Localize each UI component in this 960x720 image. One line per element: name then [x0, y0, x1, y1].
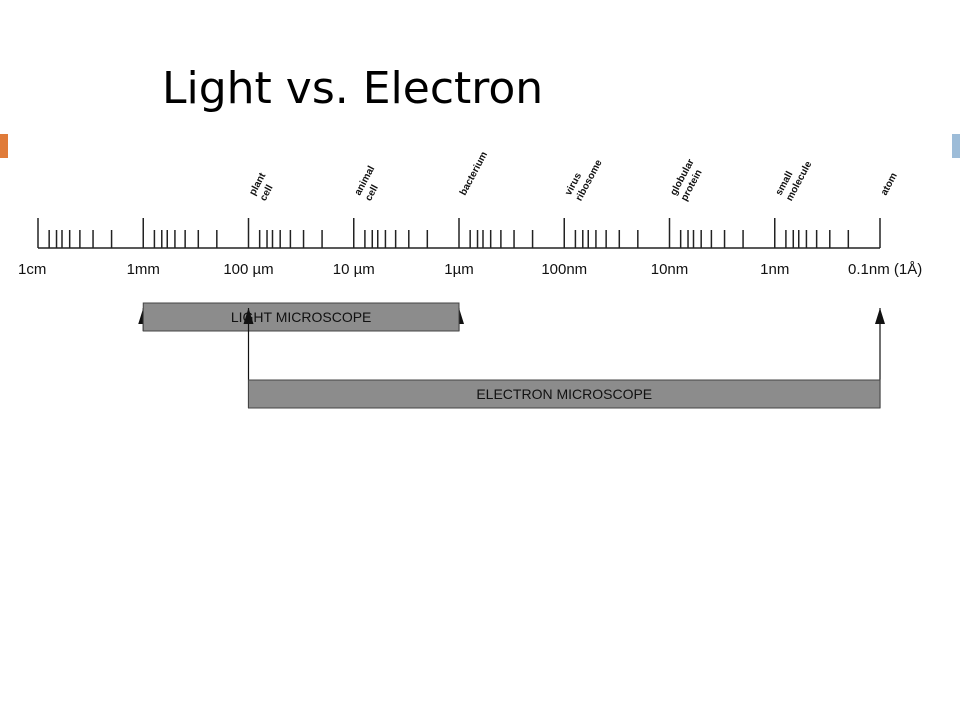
tick-label: 1nm	[760, 261, 789, 278]
object-label-line: bacterium	[458, 150, 490, 197]
object-label: bacterium	[458, 150, 490, 197]
tick-label: 1cm	[18, 261, 46, 278]
range-electron-microscope: ELECTRON MICROSCOPE	[243, 308, 885, 409]
log-scale-ruler	[37, 218, 881, 249]
object-label-line: atom	[879, 171, 900, 197]
accent-bar-right	[952, 134, 960, 158]
range-arrow-head	[875, 308, 885, 324]
tick-label: 10 µm	[333, 261, 375, 278]
tick-label: 100 µm	[223, 261, 273, 278]
slide-title: Light vs. Electron	[162, 63, 544, 114]
range-bar	[142, 302, 460, 332]
tick-label: 1µm	[444, 261, 473, 278]
object-label: atom	[879, 171, 900, 197]
range-bar	[248, 379, 881, 409]
tick-labels: 1cm 1mm 100 µm 10 µm 1µm 100nm 10nm 1nm 0.1nm (1…	[18, 261, 922, 278]
tick-label: 0.1nm (1Å)	[848, 261, 922, 278]
range-arrow-head	[243, 308, 254, 324]
tick-label: 1mm	[127, 261, 160, 278]
range-bar-label: ELECTRON MICROSCOPE	[476, 386, 652, 402]
tick-label: 100nm	[541, 261, 587, 278]
microscope-ranges: LIGHT MICROSCOPE ELECTRON MICROSCOPE	[138, 302, 885, 409]
tick-label: 10nm	[651, 261, 689, 278]
range-bar-label: LIGHT MICROSCOPE	[231, 309, 372, 325]
range-light-microscope: LIGHT MICROSCOPE	[138, 302, 464, 332]
accent-bar-left	[0, 134, 8, 158]
